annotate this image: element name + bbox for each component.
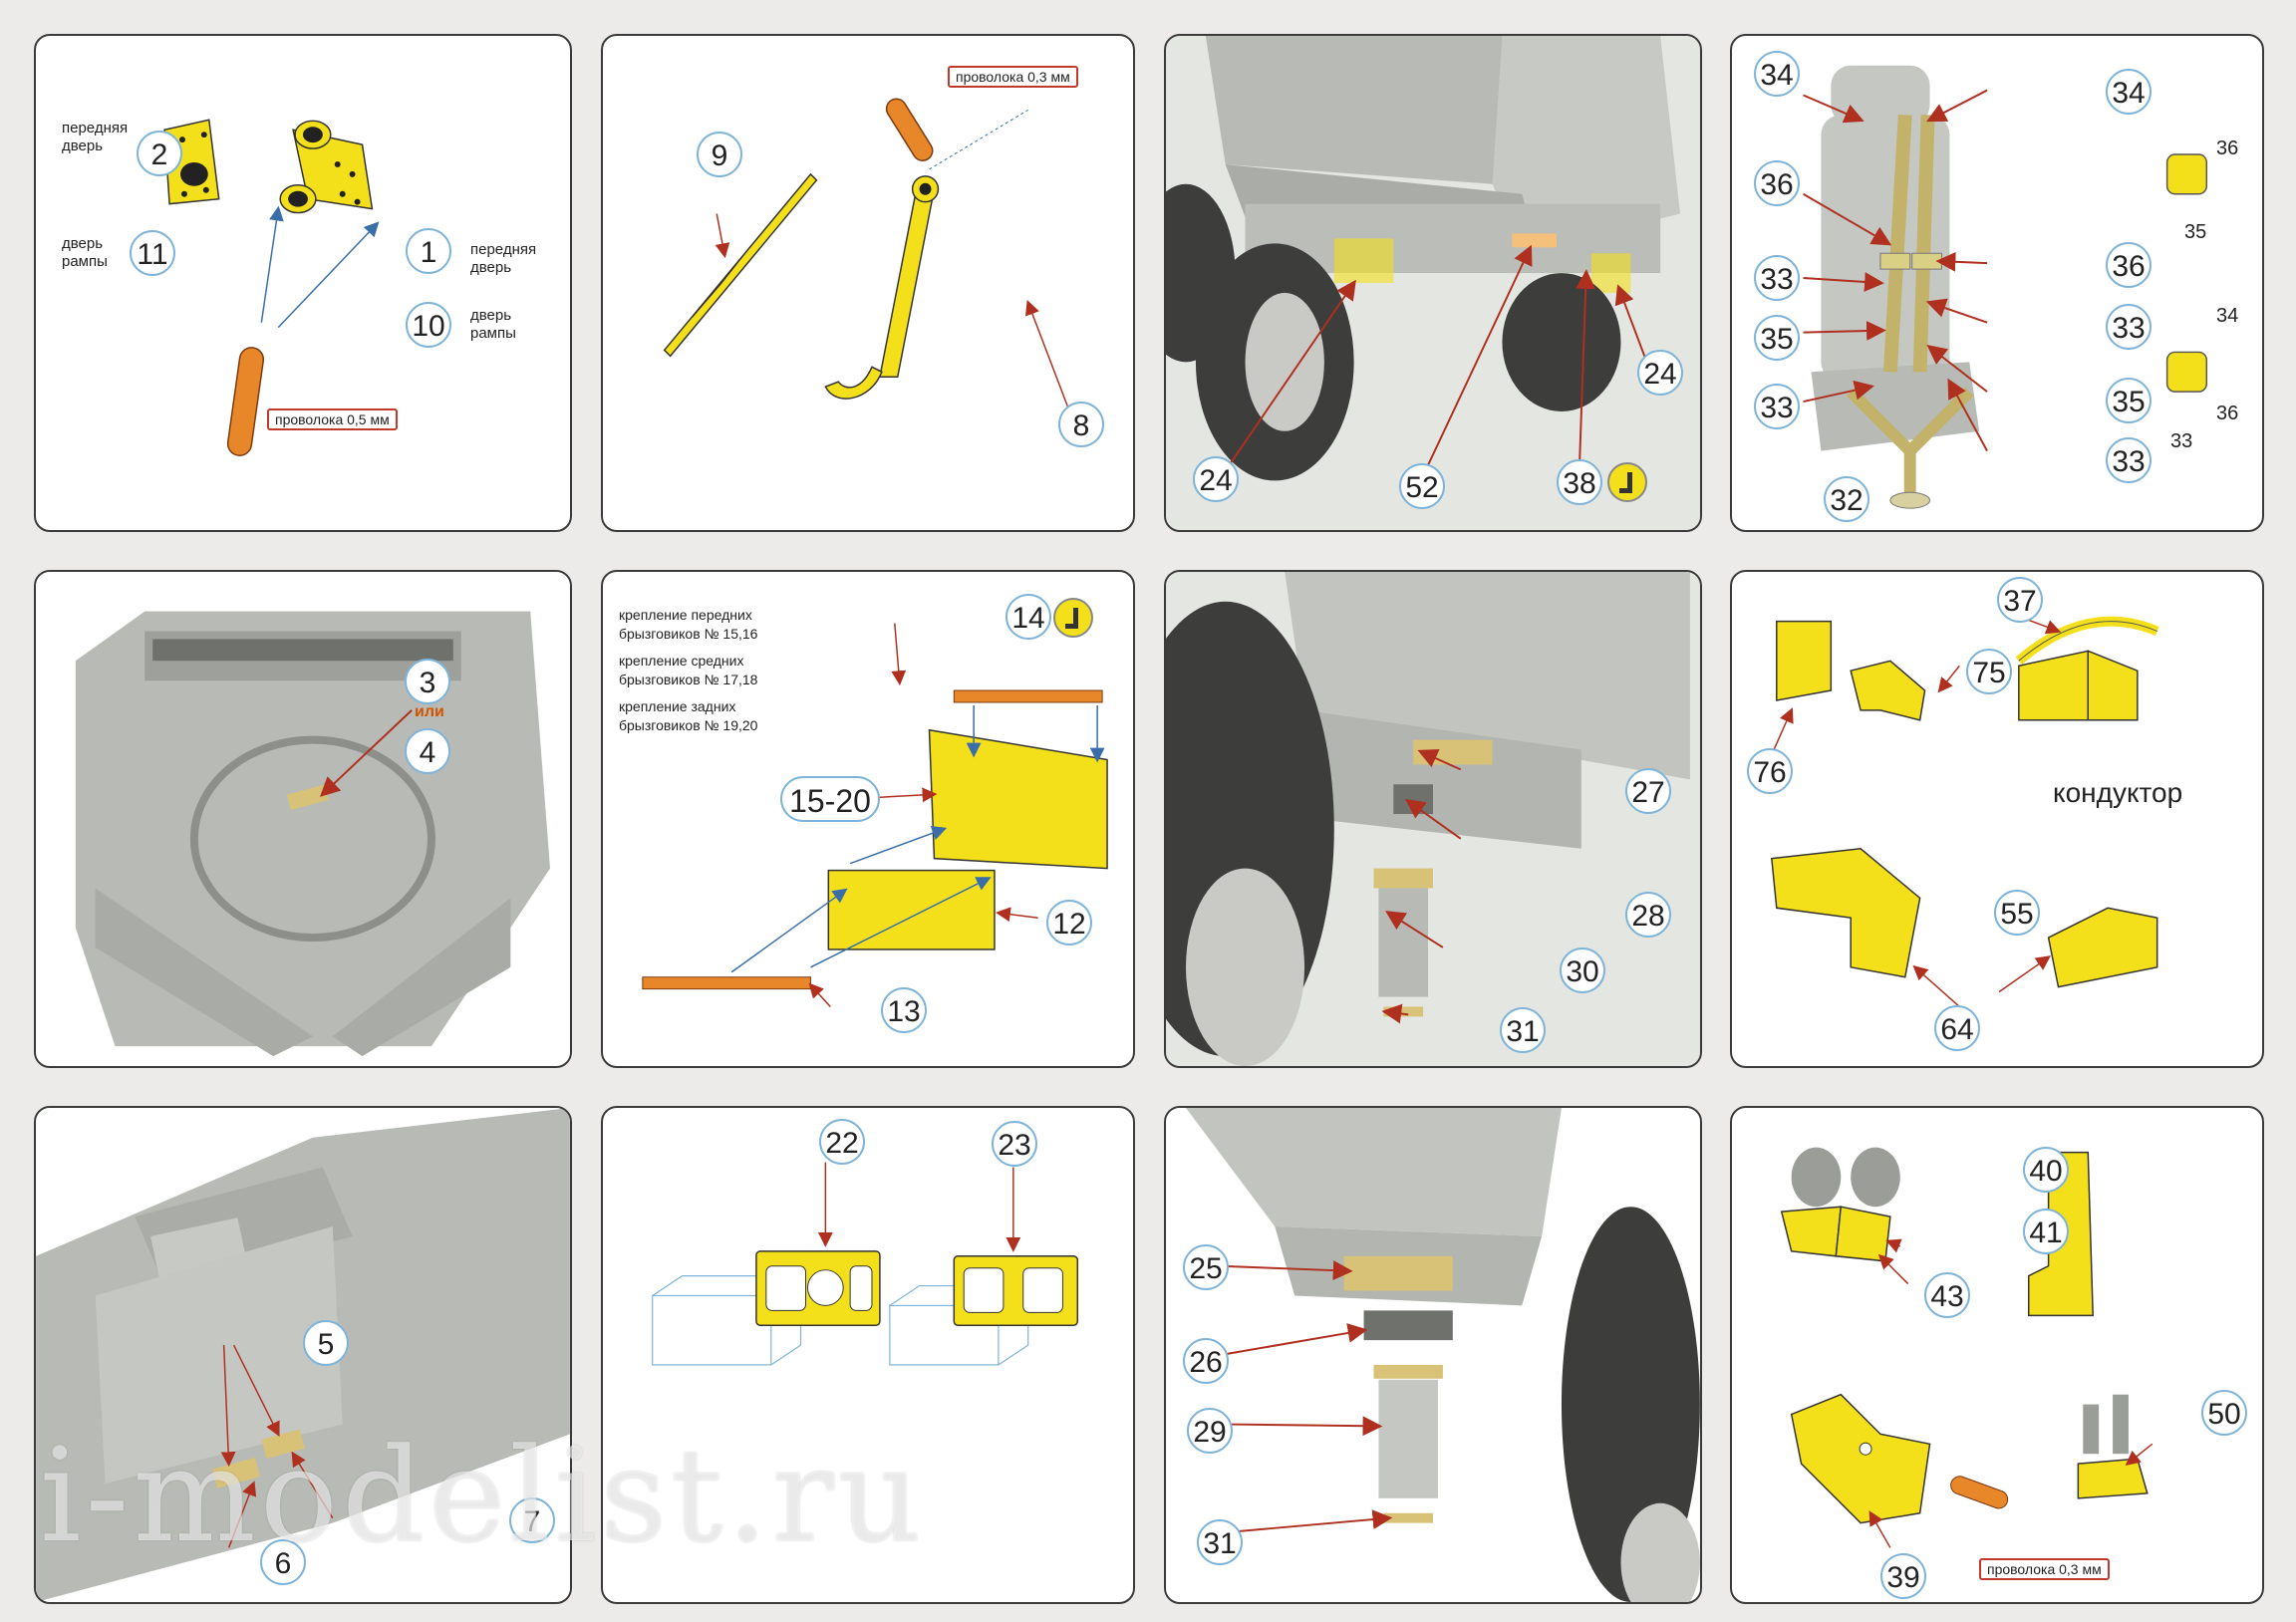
label-30: 30 (1560, 947, 1605, 993)
label-34b: 34 (2106, 69, 2152, 115)
panel-seat-belts: 34 34 36 33 35 33 36 33 35 33 32 36 35 3… (1730, 34, 2264, 532)
label-27: 27 (1625, 768, 1671, 814)
panel-misc-parts: 40 41 43 50 39 проволока 0,3 мм (1730, 1106, 2264, 1604)
label-1: 1 (406, 228, 451, 274)
small-36a: 36 (2216, 137, 2239, 159)
label-35b: 35 (2106, 378, 2152, 423)
wire-tag-03-b: проволока 0,3 мм (1979, 1558, 2110, 1580)
label-8: 8 (1058, 402, 1104, 447)
label-39: 39 (1880, 1553, 1926, 1599)
seat-belts-drawing (1803, 65, 2208, 509)
label-75: 75 (1966, 649, 2012, 694)
label-36a: 36 (1754, 160, 1800, 206)
label-33a: 33 (1754, 255, 1800, 301)
panel-small-brackets: 37 75 76 кондуктор 55 64 (1730, 570, 2264, 1068)
panel-side-brackets: 5 6 7 (34, 1106, 572, 1604)
label-15-20: 15-20 (780, 776, 880, 822)
label-64: 64 (1934, 1005, 1980, 1051)
label-33d: 33 (2106, 437, 2152, 483)
wire-tag-03: проволока 0,3 мм (948, 66, 1078, 88)
label-24b: 24 (1637, 350, 1683, 396)
label-4: 4 (405, 728, 450, 774)
label-33c: 33 (2106, 304, 2152, 350)
label-14: 14 (1005, 594, 1051, 640)
label-11: 11 (130, 230, 175, 276)
label-35a: 35 (1754, 315, 1800, 361)
mudflap-parts-drawing (642, 623, 1108, 1007)
hull-side-photo (36, 1108, 570, 1602)
label-13: 13 (881, 987, 927, 1033)
label-55: 55 (1994, 890, 2040, 936)
vehicle-front-step-photo (1166, 1108, 1700, 1602)
label-26: 26 (1183, 1338, 1229, 1384)
panel-rear-step: 27 28 30 31 (1164, 570, 1702, 1068)
label-41: 41 (2023, 1209, 2069, 1254)
label-31-front: 31 (1197, 1519, 1243, 1565)
angle-bracket-icon-2 (1053, 598, 1093, 638)
label-29: 29 (1187, 1408, 1233, 1454)
vehicle-rear-photo (1166, 36, 1700, 530)
label-2: 2 (137, 131, 182, 176)
label-32: 32 (1824, 476, 1869, 522)
misc-parts-drawing (1780, 1147, 2153, 1548)
angle-bracket-icon (1607, 462, 1647, 502)
label-43: 43 (1924, 1272, 1970, 1318)
label-5: 5 (303, 1320, 349, 1366)
label-31: 31 (1500, 1007, 1546, 1053)
label-12: 12 (1046, 900, 1092, 946)
wiper-parts-drawing (663, 98, 1069, 407)
label-36b: 36 (2106, 242, 2152, 288)
small-34: 34 (2216, 305, 2239, 327)
label-40: 40 (2023, 1147, 2069, 1193)
label-23: 23 (992, 1121, 1037, 1167)
label-28: 28 (1625, 892, 1671, 938)
label-34a: 34 (1754, 51, 1800, 97)
hatch-photo (36, 572, 570, 1066)
label-76: 76 (1747, 748, 1793, 794)
text-or: или (415, 703, 444, 720)
label-33b: 33 (1754, 384, 1800, 429)
small-33: 33 (2170, 430, 2193, 452)
label-9: 9 (697, 132, 742, 177)
label-6: 6 (260, 1539, 306, 1585)
bracket-parts-drawing (1771, 615, 2159, 1008)
panel-rear-grilles: 24 52 38 24 (1164, 34, 1702, 532)
panel-light-guards: 22 23 (601, 1106, 1135, 1604)
label-22: 22 (819, 1119, 865, 1165)
label-10: 10 (406, 302, 451, 348)
label-50: 50 (2201, 1390, 2247, 1436)
label-24a: 24 (1193, 456, 1239, 502)
small-35a: 35 (2184, 221, 2207, 243)
label-37: 37 (1997, 577, 2043, 623)
label-52: 52 (1399, 463, 1445, 509)
text-jig: кондуктор (2053, 777, 2183, 808)
small-36b: 36 (2216, 403, 2239, 424)
label-7: 7 (509, 1497, 555, 1543)
wire-tag-05: проволока 0,5 мм (267, 408, 398, 430)
panel-front-step: 25 26 29 31 (1164, 1106, 1702, 1604)
hinge-parts-drawing (163, 119, 380, 456)
light-guard-parts-drawing (652, 1162, 1079, 1366)
label-3: 3 (405, 659, 450, 704)
panel-wiper: проволока 0,3 мм 9 8 (601, 34, 1135, 532)
panel-hatch-handle: 3 или 4 (34, 570, 572, 1068)
label-25: 25 (1183, 1244, 1229, 1290)
vehicle-step-photo (1166, 572, 1700, 1066)
label-38: 38 (1557, 459, 1602, 505)
